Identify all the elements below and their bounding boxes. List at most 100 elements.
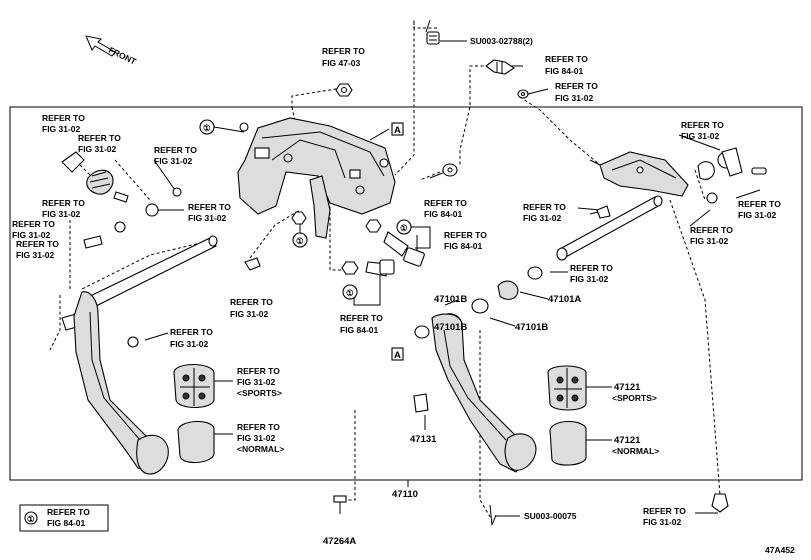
bolt-icon <box>425 19 440 45</box>
pedal-bracket-icon <box>237 117 396 239</box>
ref-r-31-02-lpedal: REFER TO FIG 31-02 <box>170 327 213 349</box>
ref-circle-label: ① <box>346 288 354 298</box>
svg-text:FIG 31-02: FIG 31-02 <box>681 131 720 141</box>
ref-r-31-02-left4: REFER TO FIG 31-02 <box>42 198 85 219</box>
pedal-shaft-icon <box>556 195 663 261</box>
washer-icon <box>442 163 458 177</box>
stop-lamp-switch-icon <box>365 231 425 277</box>
svg-text:FIG 31-02: FIG 31-02 <box>690 236 729 246</box>
svg-text:FIG 84-01: FIG 84-01 <box>545 66 584 76</box>
ref-circle-label: ① <box>296 236 304 246</box>
ref-pad-normal: REFER TO FIG 31-02 <NORMAL> <box>237 422 284 454</box>
clip-icon <box>244 257 261 271</box>
svg-text:FIG 31-02: FIG 31-02 <box>78 144 117 154</box>
part-su003-02788: SU003-02788(2) <box>470 36 533 46</box>
svg-text:FIG 84-01: FIG 84-01 <box>424 209 463 219</box>
svg-text:REFER TO: REFER TO <box>78 133 121 143</box>
ref-r-31-02-r2: REFER TO FIG 31-02 <box>738 199 781 220</box>
assembly-frame <box>9 106 803 481</box>
svg-text:FIG 31-02: FIG 31-02 <box>643 517 682 527</box>
ref-circle-label: ① <box>203 123 211 133</box>
part-47264a: 47264A <box>323 536 356 547</box>
leader-lines <box>49 20 721 521</box>
ref-r-31-02-top: REFER TO FIG 31-02 <box>555 81 598 103</box>
front-arrow-icon <box>85 35 116 57</box>
ref-r-84-01-c2: REFER TO FIG 84-01 <box>444 230 487 251</box>
ref-r-31-02-left2: REFER TO FIG 31-02 <box>78 133 121 154</box>
part-47101b-right: 47101B <box>515 322 548 333</box>
ref-r-84-01-top: REFER TO FIG 84-01 <box>545 54 588 76</box>
ref-r-31-02-bottom: REFER TO FIG 31-02 <box>643 506 686 527</box>
svg-text:REFER TO: REFER TO <box>230 297 273 307</box>
ref-r-31-02-r3: REFER TO FIG 31-02 <box>523 202 566 223</box>
bolt-icon <box>333 493 729 514</box>
normal-pedal-pad-icon <box>177 420 215 464</box>
ref-box-a <box>391 347 404 361</box>
part-47101b: 47101B <box>434 294 467 305</box>
ref-r-31-02-r4: REFER TO FIG 31-02 <box>690 225 733 246</box>
legend-circle-icon <box>24 511 38 525</box>
ref-box-a-label: A <box>394 125 401 136</box>
part-47101a: 47101A <box>548 294 581 305</box>
svg-text:REFER TO: REFER TO <box>545 54 588 64</box>
svg-text:REFER TO: REFER TO <box>12 219 55 229</box>
svg-text:REFER TO: REFER TO <box>555 81 598 91</box>
ref-pad-sports: REFER TO FIG 31-02 <SPORTS> <box>237 366 282 398</box>
svg-text:<NORMAL>: <NORMAL> <box>612 446 659 456</box>
nut-icon <box>291 211 382 275</box>
legend-symbol: ① <box>27 514 35 524</box>
svg-text:REFER TO: REFER TO <box>42 113 85 123</box>
brake-pedal-icon <box>413 313 537 473</box>
ref-circle-icon <box>342 284 358 300</box>
ref-circle-icon <box>199 119 215 135</box>
svg-text:FIG 31-02: FIG 31-02 <box>738 210 777 220</box>
svg-text:FIG 31-02: FIG 31-02 <box>523 213 562 223</box>
sports-pedal-pad-icon <box>547 365 587 411</box>
part-47121-normal: 47121 <NORMAL> <box>612 435 659 456</box>
svg-text:REFER TO: REFER TO <box>738 199 781 209</box>
clip-icon <box>489 504 497 526</box>
ref-r-31-02-left1: REFER TO FIG 31-02 <box>42 113 85 134</box>
front-label: FRONT <box>107 45 138 67</box>
part-47131: 47131 <box>410 434 437 445</box>
svg-text:FIG 31-02: FIG 31-02 <box>42 209 81 219</box>
svg-text:REFER TO: REFER TO <box>237 422 280 432</box>
svg-text:47121: 47121 <box>614 435 641 446</box>
ref-r-31-02-r1: REFER TO FIG 31-02 <box>681 120 724 141</box>
svg-text:REFER TO: REFER TO <box>424 198 467 208</box>
ref-box-a <box>391 122 404 136</box>
bushing-icon <box>697 147 767 204</box>
svg-text:FIG 31-02: FIG 31-02 <box>570 274 609 284</box>
svg-text:REFER TO: REFER TO <box>154 145 197 155</box>
svg-text:FIG 31-02: FIG 31-02 <box>188 213 227 223</box>
ref-r-31-02-left3: REFER TO FIG 31-02 <box>154 145 197 166</box>
svg-text:<SPORTS>: <SPORTS> <box>612 393 657 403</box>
svg-text:REFER TO: REFER TO <box>170 327 213 337</box>
bolt-icon <box>589 205 611 219</box>
svg-text:47121: 47121 <box>614 382 641 393</box>
legend-line1: REFER TO <box>47 507 90 517</box>
clip-fastener-icon <box>485 59 515 75</box>
ref-circle-icon <box>292 232 308 248</box>
svg-text:REFER TO: REFER TO <box>690 225 733 235</box>
svg-text:REFER TO: REFER TO <box>237 366 280 376</box>
washer-icon <box>517 89 529 99</box>
svg-text:FIG 84-01: FIG 84-01 <box>340 325 379 335</box>
svg-text:FIG 31-02: FIG 31-02 <box>230 309 269 319</box>
svg-text:FIG 31-02: FIG 31-02 <box>12 230 51 240</box>
svg-text:FIG 84-01: FIG 84-01 <box>444 241 483 251</box>
ref-r-31-02-left5: REFER TO FIG 31-02 <box>188 202 231 223</box>
diagram-id: 47A452 <box>765 545 795 555</box>
svg-text:REFER TO: REFER TO <box>16 239 59 249</box>
svg-text:REFER TO: REFER TO <box>681 120 724 130</box>
part-47110: 47110 <box>392 489 418 500</box>
ref-r-31-02-left7: REFER TO FIG 31-02 <box>16 239 59 260</box>
svg-text:<NORMAL>: <NORMAL> <box>237 444 284 454</box>
clutch-pedal-icon <box>61 235 218 475</box>
legend-box <box>19 504 109 532</box>
svg-text:FIG 31-02: FIG 31-02 <box>42 124 81 134</box>
svg-text:REFER TO: REFER TO <box>643 506 686 516</box>
svg-text:REFER TO: REFER TO <box>570 263 613 273</box>
spring-icon <box>61 151 182 249</box>
